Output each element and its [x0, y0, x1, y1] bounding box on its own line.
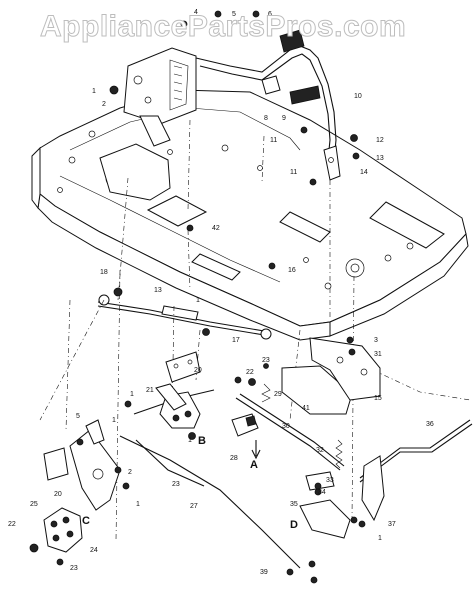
callout-11b: 11: [290, 169, 297, 176]
callout-2b: 2: [128, 469, 132, 476]
callout-37: 37: [388, 521, 396, 528]
chassis-frame: [31, 89, 469, 341]
callout-13b: 13: [154, 287, 162, 294]
linkage-rods: [97, 294, 473, 569]
callout-1f: 1: [378, 535, 382, 542]
callout-28: 28: [230, 455, 238, 462]
callout-20a: 20: [194, 367, 202, 374]
callout-9: 9: [282, 115, 286, 122]
callout-25: 25: [30, 501, 38, 508]
callout-39: 39: [260, 569, 268, 576]
callout-27: 27: [190, 503, 198, 510]
callout-1e: 1: [136, 501, 140, 508]
callout-17: 17: [232, 337, 240, 344]
fasteners: [29, 10, 366, 584]
callout-6: 6: [268, 11, 272, 18]
callout-31: 31: [374, 351, 382, 358]
callout-41: 41: [302, 405, 310, 412]
callout-20b: 20: [54, 491, 62, 498]
callout-3: 3: [374, 337, 378, 344]
callout-11-mid: 1: [188, 437, 192, 444]
callout-11a: 11: [270, 137, 277, 144]
callout-23a: 23: [262, 357, 270, 364]
callout-29: 29: [274, 391, 282, 398]
callout-2: 2: [102, 101, 106, 108]
callout-22b: 22: [8, 521, 16, 528]
callout-4: 4: [194, 9, 198, 16]
callout-32: 32: [316, 447, 324, 454]
callout-21: 21: [146, 387, 154, 394]
callout-36: 36: [426, 421, 434, 428]
callout-16: 16: [288, 267, 296, 274]
callout-1a: 1: [92, 88, 96, 95]
callout-23c: 23: [70, 565, 78, 572]
callout-14: 14: [360, 169, 368, 176]
callout-35: 35: [290, 501, 298, 508]
callout-5b: 5: [76, 413, 80, 420]
watermark: AppliancePartsPros.com: [39, 10, 407, 44]
detail-letter-c: C: [82, 515, 90, 527]
callout-18: 18: [100, 269, 108, 276]
detail-letters: A B C D: [82, 435, 298, 531]
callout-24: 24: [90, 547, 98, 554]
callout-33: 33: [326, 477, 334, 484]
callout-30: 30: [282, 423, 290, 430]
callout-23b: 23: [172, 481, 180, 488]
callout-labels: 4 5 6 1 2 8 9 10 11 12 13 11 14 42 16 18…: [8, 9, 434, 576]
callout-34: 34: [318, 489, 326, 496]
height-adjust-bracket: [123, 47, 197, 147]
detail-letter-a: A: [250, 459, 258, 471]
detail-letter-d: D: [290, 519, 298, 531]
callout-22a: 22: [246, 369, 254, 376]
callout-12: 12: [376, 137, 384, 144]
callout-1b: 1: [196, 297, 200, 304]
brake-pedal-assembly: [43, 337, 385, 553]
callout-10: 10: [354, 93, 362, 100]
callout-8: 8: [264, 115, 268, 122]
callout-42: 42: [212, 225, 220, 232]
detail-letter-b: B: [198, 435, 206, 447]
callout-1c: 1: [130, 391, 134, 398]
callout-13a: 13: [376, 155, 384, 162]
arrow-a: [251, 440, 261, 460]
lift-lever: [195, 29, 341, 181]
callout-15: 15: [374, 395, 382, 402]
callout-5a: 5: [232, 11, 236, 18]
callout-1d: 1: [112, 417, 116, 424]
